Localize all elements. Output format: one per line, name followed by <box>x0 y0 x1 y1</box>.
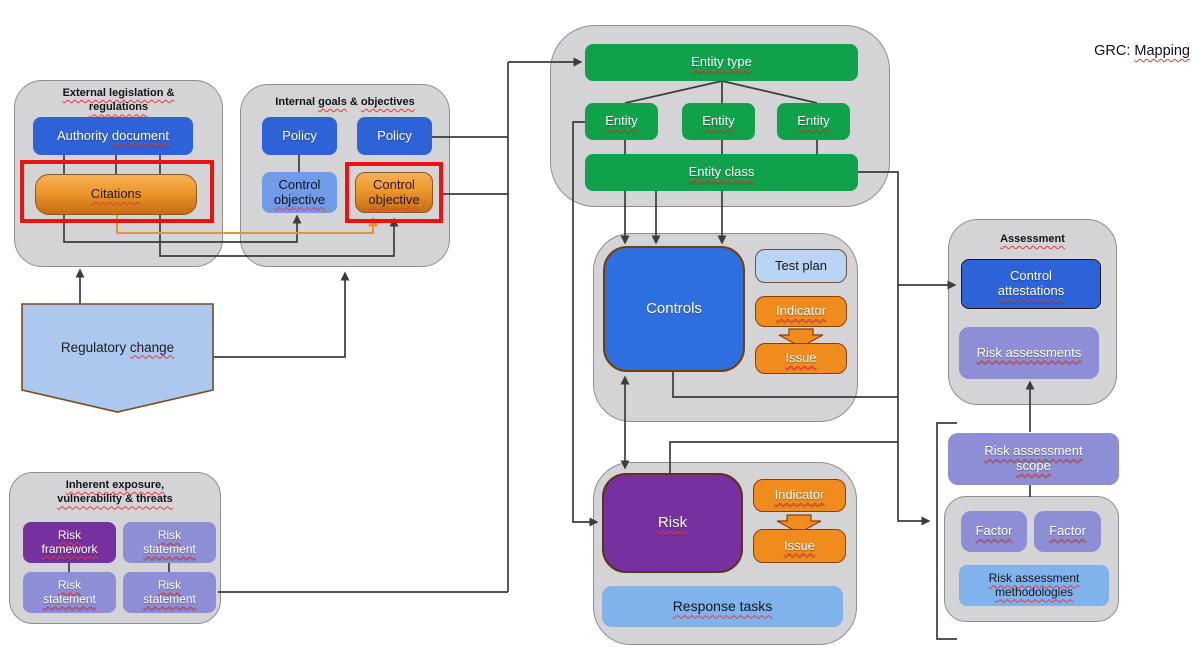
entity-class-box: Entity class <box>585 154 858 191</box>
risk-assessment-methodologies-box: Risk assessment methodologies <box>959 565 1109 606</box>
external-legislation-group <box>14 80 223 267</box>
internal-group-title: Internal goals & objectives <box>275 96 415 108</box>
factor-right-box: Factor <box>1034 511 1101 552</box>
risk-assessment-scope-box: Risk assessment scope <box>948 433 1119 485</box>
risk-issue-box: Issue <box>753 529 846 563</box>
page-title-prefix: GRC: <box>1094 43 1135 59</box>
risk-statement-top-box: Risk statement <box>123 522 216 563</box>
risk-framework-box: Risk framework <box>23 522 116 563</box>
black-connectors <box>63 57 1035 640</box>
page-title-emphasis: Mapping <box>1134 43 1190 59</box>
risk-indicator-box: Indicator <box>753 479 846 512</box>
policy-right-box: Policy <box>357 117 432 155</box>
citations-highlight-rect <box>20 160 214 223</box>
citations-to-control-objective-link <box>116 215 378 234</box>
risk-box: Risk <box>602 473 743 573</box>
regulatory-change-label: Regulatory change <box>60 339 175 355</box>
risk-assessments-box: Risk assessments <box>959 327 1099 379</box>
control-objective-left-box: Control objective <box>262 172 337 213</box>
regulatory-change-shape <box>21 303 214 413</box>
down-arrow-icon <box>778 328 824 348</box>
down-arrow-icon <box>776 514 822 534</box>
test-plan-box: Test plan <box>755 249 847 283</box>
response-tasks-box: Response tasks <box>602 586 843 627</box>
policy-left-box: Policy <box>262 117 337 155</box>
factor-left-box: Factor <box>961 511 1027 552</box>
authority-document-box: Authority document <box>33 117 193 155</box>
entity-type-box: Entity type <box>585 44 858 81</box>
controls-box: Controls <box>603 246 745 372</box>
indicator-issue-arrows <box>776 328 824 534</box>
control-objective-right-box: Control objective <box>355 172 433 213</box>
inherent-group-title: Inherent exposure, vulnerability & threa… <box>57 479 173 506</box>
control-objective-highlight-rect <box>345 162 443 223</box>
controls-indicator-box: Indicator <box>755 296 847 327</box>
page-title: GRC: Mapping <box>1020 43 1190 59</box>
risk-statement-bottom-right-box: Risk statement <box>123 572 216 613</box>
entity-box-1: Entity <box>585 103 658 140</box>
entity-box-3: Entity <box>777 103 850 140</box>
controls-issue-box: Issue <box>755 343 847 374</box>
external-group-title: External legislation & regulations <box>62 87 175 114</box>
risk-statement-bottom-left-box: Risk statement <box>23 572 116 613</box>
assessment-group-title: Assessment <box>1000 233 1065 245</box>
entity-box-2: Entity <box>682 103 755 140</box>
control-attestations-box: Control attestations <box>961 259 1101 309</box>
citations-box: Citations <box>35 174 197 215</box>
